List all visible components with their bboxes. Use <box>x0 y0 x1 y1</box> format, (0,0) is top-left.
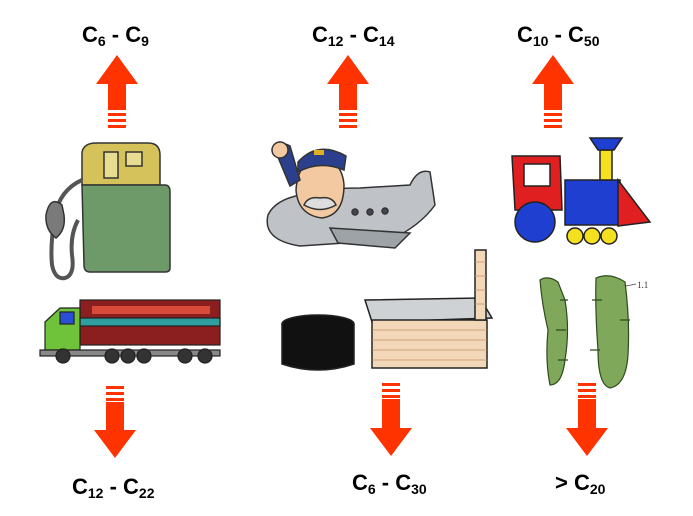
cactus-tag-label: 1.1 <box>637 280 648 290</box>
toy-train-icon <box>512 138 650 244</box>
arrow-up-icon <box>96 55 138 128</box>
storage-tank-building-icon <box>282 250 492 370</box>
cactus-icon <box>540 276 636 388</box>
arrow-down-icon <box>566 383 608 456</box>
arrow-down-icon <box>94 386 136 458</box>
airplane-pilot-icon <box>267 142 435 248</box>
arrow-down-icon <box>370 383 412 456</box>
arrow-up-icon <box>532 55 574 128</box>
tanker-truck-icon <box>40 300 220 363</box>
arrow-up-icon <box>327 55 369 128</box>
fuel-pump-icon <box>46 143 170 278</box>
